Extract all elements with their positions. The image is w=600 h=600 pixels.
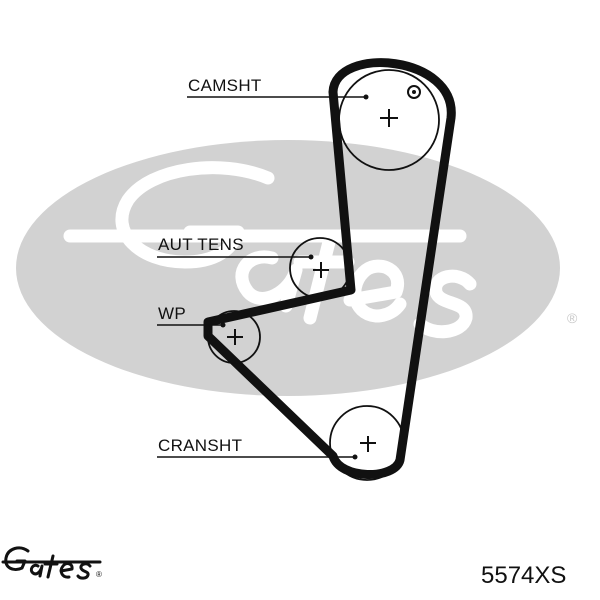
logo-registered-mark: ® (96, 570, 102, 579)
crankshaft-pulley (329, 405, 405, 481)
crankshaft-pulley-circle (329, 405, 405, 481)
part-number: 5574XS (481, 562, 566, 589)
tensioner-label: AUT TENS (158, 235, 244, 254)
watermark-registered-mark: ® (567, 310, 578, 326)
ring-dot-icon (407, 85, 421, 99)
plus-icon (380, 109, 398, 127)
crankshaft-label: CRANSHT (158, 436, 242, 455)
tensioner-pulley-circle (289, 237, 351, 299)
leader-dots (220, 94, 369, 460)
camshaft-pulley-circle (338, 69, 440, 171)
camshaft-pulley (338, 69, 440, 171)
camshaft-label: CAMSHT (188, 76, 262, 95)
water-pump-label: WP (158, 304, 186, 323)
leader-lines (157, 96, 366, 458)
plus-icon (360, 436, 376, 452)
watermark-ellipse (16, 140, 560, 396)
gates-logo: ® (1, 546, 102, 580)
tensioner-pulley (289, 237, 351, 299)
water-pump-pulley (207, 310, 261, 364)
gates-watermark: ® (16, 140, 578, 396)
plus-icon (313, 262, 329, 278)
logo-lettering (1, 546, 102, 580)
water-pump-pulley-circle (207, 310, 261, 364)
plus-icon (227, 329, 243, 345)
